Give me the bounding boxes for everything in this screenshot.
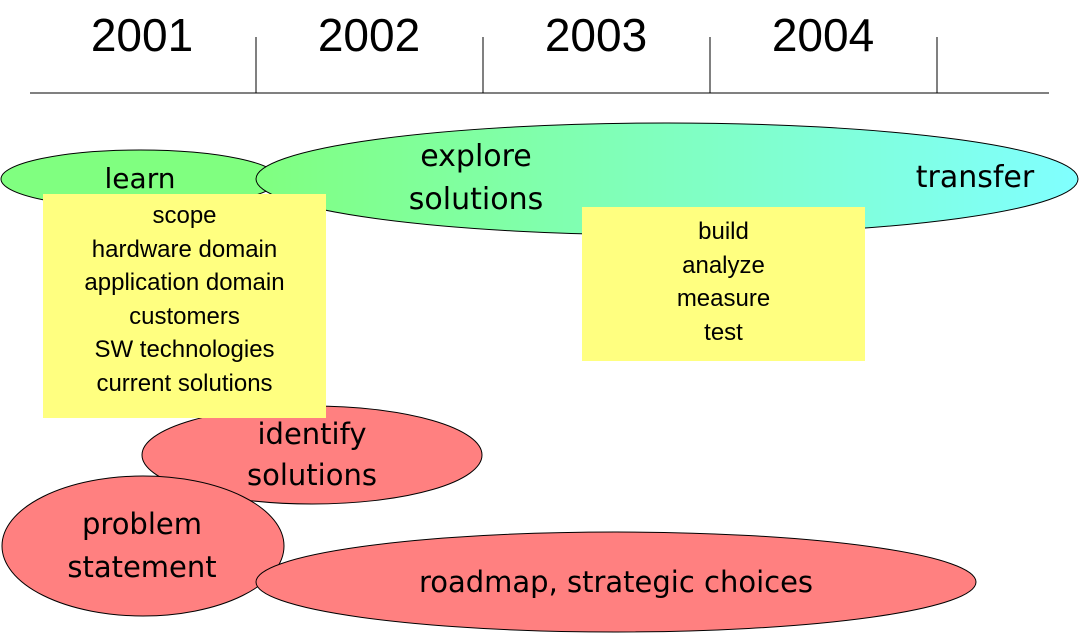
roadmap-label: roadmap, strategic choices xyxy=(418,565,814,599)
year-label: 2001 xyxy=(90,9,194,61)
explore-activities-box: build analyze measure test xyxy=(582,207,865,361)
year-label: 2002 xyxy=(317,9,421,61)
year-label: 2004 xyxy=(771,9,875,61)
year-label: 2003 xyxy=(544,9,648,61)
learn-activities-box: scope hardware domain application domain… xyxy=(43,194,326,418)
problem-statement-label: problem statement xyxy=(67,507,217,584)
roadmap-ellipse xyxy=(255,531,977,633)
problem-ellipse xyxy=(1,475,285,617)
transfer-label: transfer xyxy=(915,160,1035,195)
learn-label: learn xyxy=(104,162,176,195)
explore-solutions-label: explore solutions xyxy=(408,139,544,217)
identify-solutions-label: identify solutions xyxy=(247,417,377,492)
